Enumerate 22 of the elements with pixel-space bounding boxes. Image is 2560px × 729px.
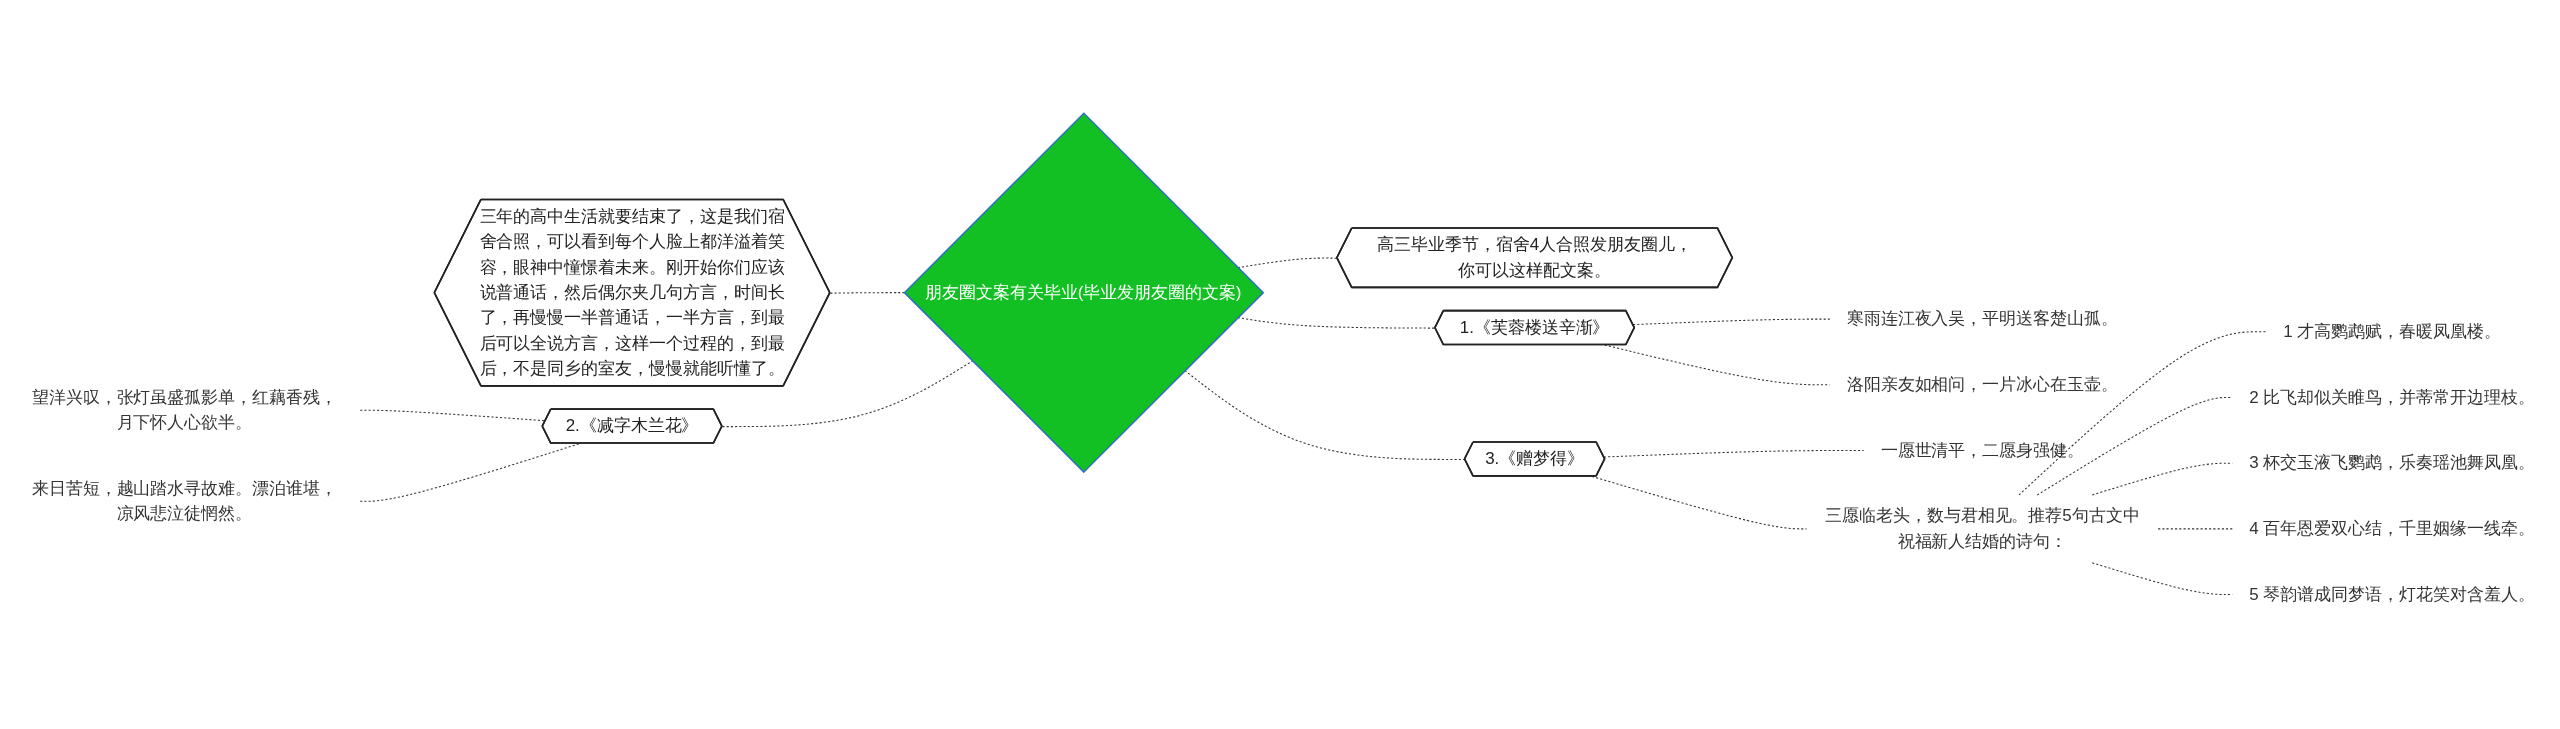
- connector: [2036, 397, 2233, 496]
- node-diamond: 朋友圈文案有关毕业(毕业发朋友圈的文案): [903, 112, 1265, 474]
- node-text: 5 琴韵谱成同梦语，灯花笑对含羞人。: [2249, 585, 2535, 604]
- connector: [2018, 331, 2267, 496]
- connector: [1603, 449, 1865, 458]
- connector: [2091, 462, 2233, 496]
- connector: [721, 360, 973, 428]
- node-text: 3 杯交玉液飞鹦鹉，乐奏瑶池舞凤凰。: [2249, 453, 2535, 472]
- node-text: 三愿临老头，数与君相见。推荐5句古文中祝福新人结婚的诗句：: [1825, 506, 2140, 551]
- node-text: 洛阳亲友如相问，一片冰心在玉壶。: [1846, 375, 2118, 394]
- node-text: 2 比飞却似关睢鸟，并蒂常开边理枝。: [2249, 387, 2535, 406]
- node-text: 4 百年恩爱双心结，千里姻缘一线牵。: [2249, 519, 2535, 538]
- connector: [829, 292, 905, 294]
- node-text: 一愿世清平，二愿身强健。: [1880, 440, 2085, 459]
- connector: [2157, 528, 2233, 530]
- node-text: 来日苦短，越山踏水寻故难。漂泊谁堪，凉风悲泣徒惘然。: [31, 479, 337, 523]
- node-text: 望洋兴叹，张灯虽盛孤影单，红藕香残，月下怀人心欲半。: [31, 387, 337, 432]
- connector: [1591, 475, 1807, 530]
- node-text: 寒雨连江夜入吴，平明送客楚山孤。: [1846, 309, 2118, 328]
- connector: [1632, 318, 1831, 326]
- connector: [2091, 562, 2233, 596]
- node-text: 1 才高鹦鹉赋，春暖凤凰楼。: [2283, 322, 2501, 341]
